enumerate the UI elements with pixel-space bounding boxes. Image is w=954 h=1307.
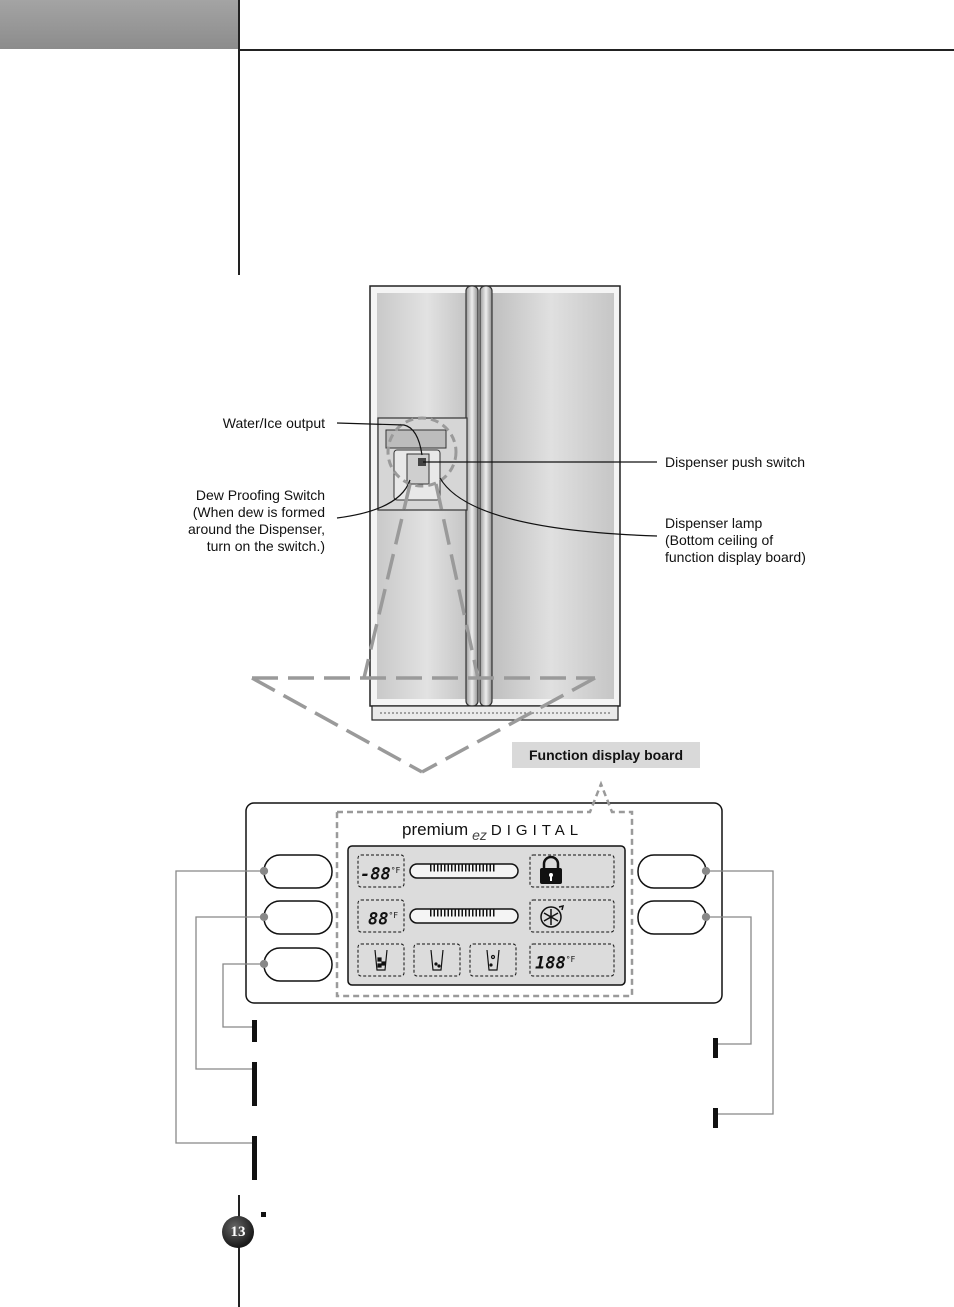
cubed-ice-cell (357, 943, 405, 977)
small-display-cell (529, 943, 615, 977)
freezer-marker (252, 1020, 257, 1042)
fridge-level-bar (409, 908, 519, 924)
water-icon (486, 949, 500, 971)
lock-button (637, 854, 707, 889)
fridge-temp-unit: °F (388, 911, 399, 920)
water-ice-output-label: Water/Ice output (222, 415, 325, 431)
express-freeze-cell (529, 899, 615, 933)
fridge-marker (252, 1062, 257, 1106)
express-freeze-marker (713, 1108, 718, 1128)
dispenser-lamp-line-2: (Bottom ceiling of (665, 532, 774, 548)
express-freeze-button (637, 900, 707, 935)
header-rule (238, 49, 954, 51)
dew-proofing-line-4: turn on the switch.) (206, 538, 325, 554)
freezer-temp-button (263, 854, 333, 889)
dispenser-select-button (263, 947, 333, 982)
freezer-level-bar (409, 863, 519, 879)
margin-rule-bottom (238, 1195, 240, 1307)
refrigerator (369, 285, 621, 721)
dew-proofing-line-3: around the Dispenser, (188, 521, 325, 537)
small-display-value: 188 (535, 953, 566, 974)
crushed-ice-cell (413, 943, 461, 977)
freezer-temp-value: -88 (360, 864, 391, 885)
lock-icon (540, 855, 562, 884)
fridge-temp-readout: 88°F (368, 906, 398, 930)
dispenser-push-switch-label: Dispenser push switch (665, 454, 806, 470)
dispenser-lamp-line-1: Dispenser lamp (665, 515, 763, 531)
lock-marker (713, 1038, 718, 1058)
dew-proofing-line-1: Dew Proofing Switch (195, 487, 325, 503)
brand-ez: ez (472, 827, 487, 843)
fridge-temp-cell (357, 899, 405, 933)
lock-cell (529, 854, 615, 888)
small-display-unit: °F (565, 955, 576, 964)
callout-leaders (336, 422, 658, 537)
freezer-temp-readout: -88°F (360, 861, 400, 885)
water-cell (469, 943, 517, 977)
zoom-projection (251, 483, 596, 774)
margin-rule-top (238, 0, 240, 275)
crushed-ice-icon (430, 949, 444, 971)
section-header-tab (0, 0, 238, 49)
brand-main: premium (402, 820, 469, 839)
cubed-ice-icon (374, 949, 388, 971)
dispenser-marker (252, 1136, 257, 1180)
board-outline (335, 780, 634, 998)
dispenser-lamp-line-3: function display board) (665, 549, 806, 565)
button-leaders (175, 866, 774, 1144)
small-display-readout: 188°F (535, 950, 575, 974)
snowflake-icon (540, 904, 565, 928)
dew-proofing-line-2: (When dew is formed (192, 504, 325, 520)
bullet-mark (261, 1212, 266, 1217)
dispenser-lamp-label: Dispenser lamp (Bottom ceiling of functi… (665, 515, 806, 566)
freezer-temp-cell (357, 854, 405, 888)
page-number: 13 (222, 1216, 254, 1248)
fridge-temp-value: 88 (368, 909, 389, 930)
fridge-temp-button (263, 900, 333, 935)
function-display-board-label: Function display board (512, 742, 700, 768)
dew-proofing-label: Dew Proofing Switch (When dew is formed … (140, 487, 325, 555)
freezer-temp-unit: °F (390, 866, 401, 875)
brand-digital: DIGITAL (490, 822, 584, 839)
